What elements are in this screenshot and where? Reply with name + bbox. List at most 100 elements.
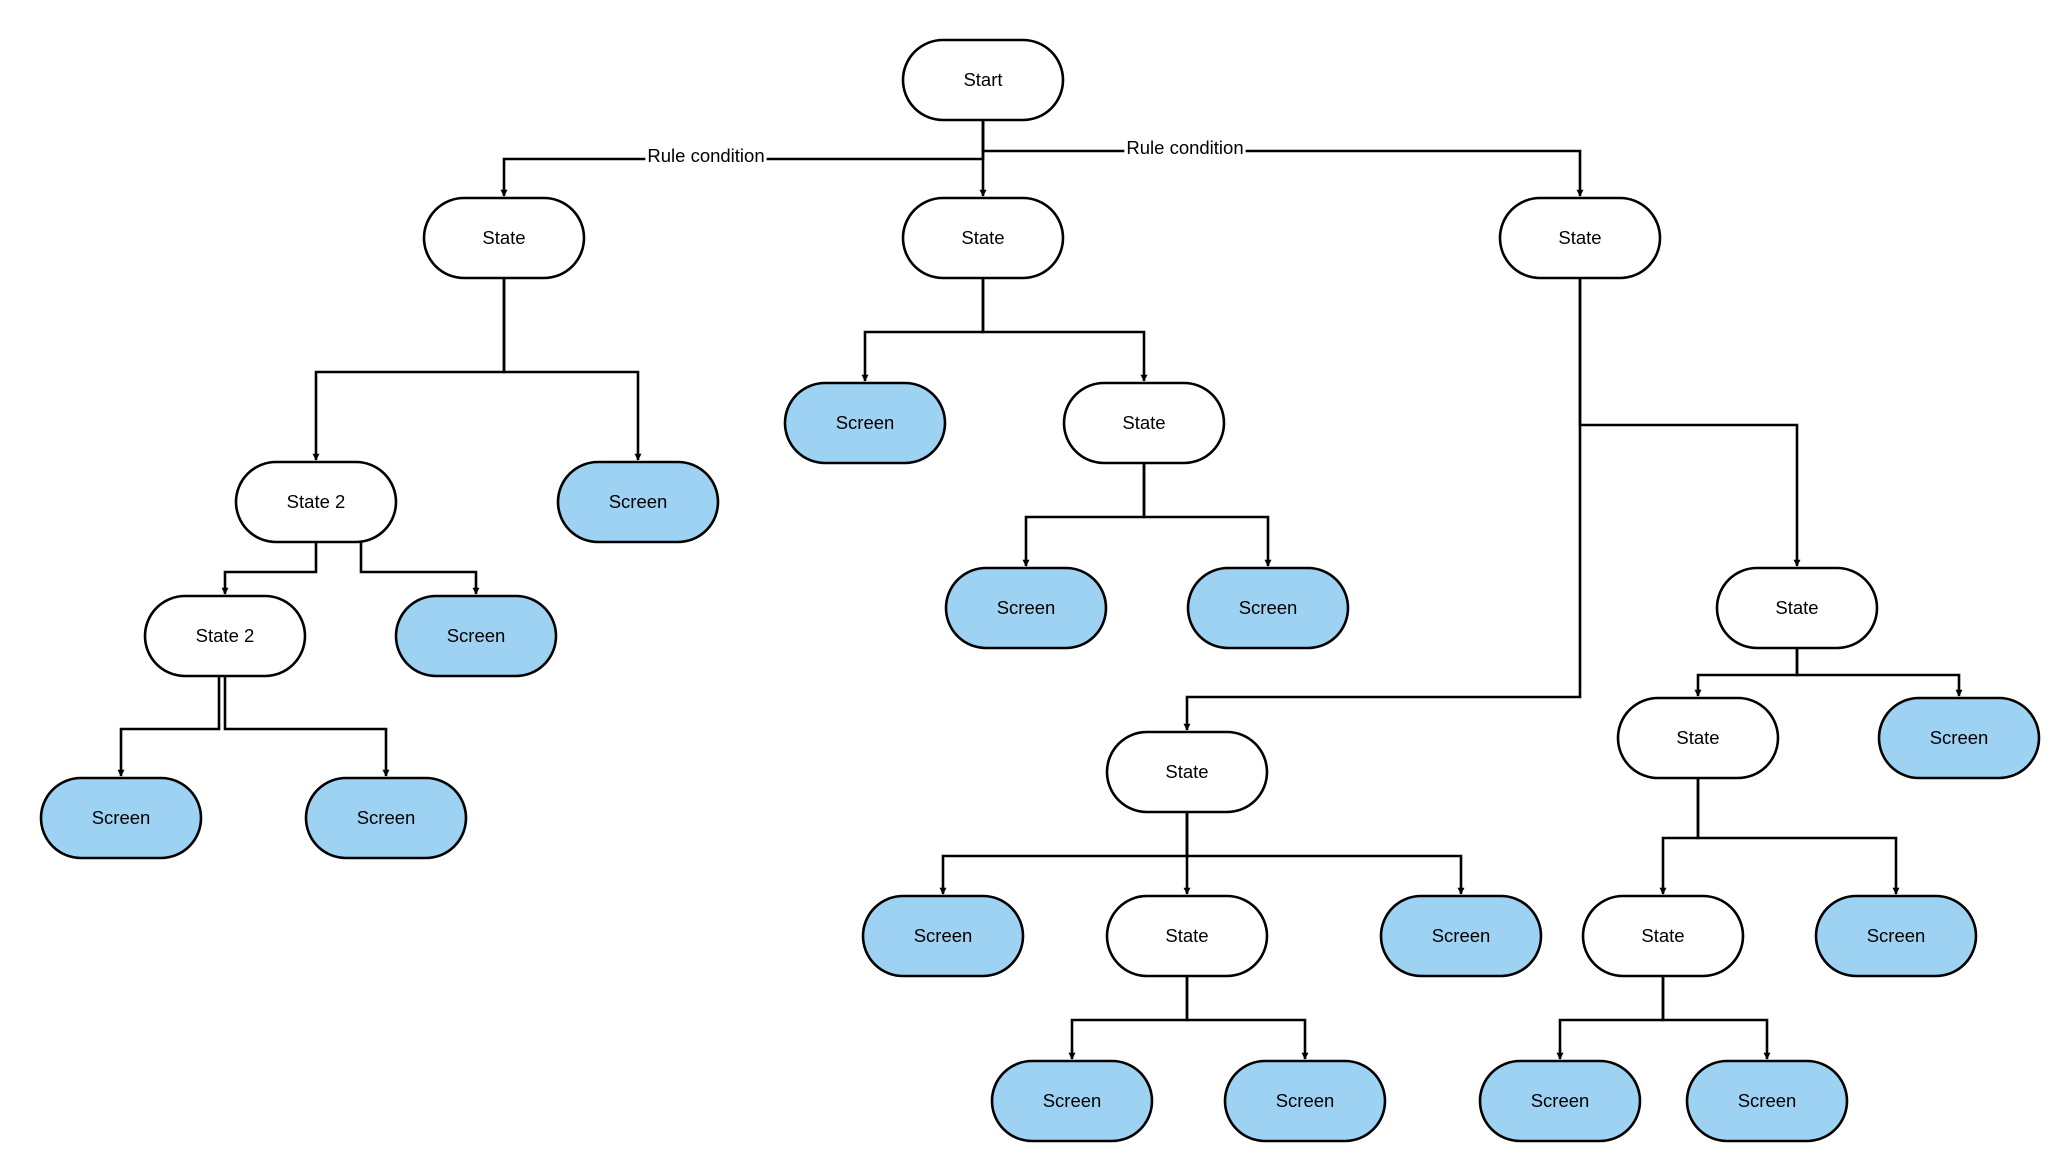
screen-label: Screen <box>357 807 416 828</box>
state-shape[interactable] <box>1581 894 1745 978</box>
node-state-left[interactable]: State <box>422 196 586 280</box>
state-shape[interactable] <box>143 594 307 678</box>
screen-shape[interactable] <box>1379 894 1543 978</box>
node-screen-left-mid[interactable]: Screen <box>394 594 558 678</box>
edge-label-text: Rule condition <box>647 145 764 166</box>
state-label: State <box>1641 925 1684 946</box>
edge-state-center-low-2-to-screen-center-bottom-2 <box>1185 976 1309 1060</box>
edge-label-background <box>645 144 767 166</box>
state-shape[interactable] <box>1498 196 1662 280</box>
edge-label-text: Rule condition <box>1126 137 1243 158</box>
screen-shape[interactable] <box>990 1059 1154 1143</box>
edge-state-right-2-to-screen-right-1 <box>1795 648 1963 697</box>
state-shape[interactable] <box>1616 696 1780 780</box>
screen-label: Screen <box>997 597 1056 618</box>
edge-state-mid-2-to-screen-mid-3 <box>1142 463 1272 567</box>
edge-label-start-to-state-right: Rule condition <box>1124 136 1246 158</box>
edge-state-right-3-to-state-right-4 <box>1659 778 1700 895</box>
edge-state2-b-to-screen-left-bottom-2 <box>223 676 390 777</box>
state-shape[interactable] <box>234 460 398 544</box>
screen-shape[interactable] <box>39 776 203 860</box>
edge-state-center-low-to-screen-center-low-2 <box>1185 812 1465 895</box>
screen-shape[interactable] <box>1877 696 2041 780</box>
screen-label: Screen <box>1276 1090 1335 1111</box>
node-screen-center-bottom-1[interactable]: Screen <box>990 1059 1154 1143</box>
node-state-right-3[interactable]: State <box>1616 696 1780 780</box>
node-state-right-4[interactable]: State <box>1581 894 1745 978</box>
screen-label: Screen <box>1432 925 1491 946</box>
screen-label: Screen <box>1043 1090 1102 1111</box>
node-screen-left-bottom-2[interactable]: Screen <box>304 776 468 860</box>
node-screen-right-1[interactable]: Screen <box>1877 696 2041 780</box>
state-label: Start <box>963 69 1002 90</box>
state-label: State <box>1165 925 1208 946</box>
node-state2-a[interactable]: State 2 <box>234 460 398 544</box>
edge-state-center-low-2-to-screen-center-bottom-1 <box>1068 976 1189 1060</box>
state-label: State <box>482 227 525 248</box>
screen-shape[interactable] <box>1478 1059 1642 1143</box>
node-screen-right-bottom-2[interactable]: Screen <box>1685 1059 1849 1143</box>
screen-shape[interactable] <box>944 566 1108 650</box>
screen-shape[interactable] <box>783 381 947 465</box>
state-shape[interactable] <box>1715 566 1879 650</box>
state-shape[interactable] <box>1062 381 1226 465</box>
node-state-mid-2[interactable]: State <box>1062 381 1226 465</box>
node-screen-mid-2[interactable]: Screen <box>944 566 1108 650</box>
screen-shape[interactable] <box>394 594 558 678</box>
node-screen-center-low-1[interactable]: Screen <box>861 894 1025 978</box>
screen-shape[interactable] <box>1223 1059 1387 1143</box>
node-state-center-low[interactable]: State <box>1105 730 1269 814</box>
state-label: State 2 <box>287 491 346 512</box>
edge-state-right-2-to-state-right-3 <box>1694 648 1799 697</box>
state-label: State <box>1165 761 1208 782</box>
edges-layer: Rule condition Rule condition <box>117 120 1963 1060</box>
state-label: State 2 <box>196 625 255 646</box>
node-state-right-2[interactable]: State <box>1715 566 1879 650</box>
screen-shape[interactable] <box>556 460 720 544</box>
node-screen-mid-3[interactable]: Screen <box>1186 566 1350 650</box>
node-screen-left-bottom-1[interactable]: Screen <box>39 776 203 860</box>
node-screen-center-bottom-2[interactable]: Screen <box>1223 1059 1387 1143</box>
edge-label-start-to-state-left: Rule condition <box>645 144 767 166</box>
screen-label: Screen <box>1738 1090 1797 1111</box>
node-screen-right-2[interactable]: Screen <box>1814 894 1978 978</box>
screen-shape[interactable] <box>1814 894 1978 978</box>
edge-state-center-low-to-screen-center-low-1 <box>939 812 1189 895</box>
state-shape[interactable] <box>422 196 586 280</box>
state-label: State <box>1676 727 1719 748</box>
node-state2-b[interactable]: State 2 <box>143 594 307 678</box>
screen-label: Screen <box>447 625 506 646</box>
edge-state2-a-to-screen-left-mid <box>359 542 480 595</box>
edge-state-right-3-to-screen-right-2 <box>1696 778 1900 895</box>
state-label: State <box>1558 227 1601 248</box>
state-label: State <box>1775 597 1818 618</box>
state-shape[interactable] <box>901 196 1065 280</box>
screen-label: Screen <box>836 412 895 433</box>
state-shape[interactable] <box>901 38 1065 122</box>
edge-state-right-to-state-right-2 <box>1578 278 1801 567</box>
screen-label: Screen <box>92 807 151 828</box>
screen-label: Screen <box>914 925 973 946</box>
node-state-center-low-2[interactable]: State <box>1105 894 1269 978</box>
screen-shape[interactable] <box>304 776 468 860</box>
node-screen-center-low-2[interactable]: Screen <box>1379 894 1543 978</box>
state-shape[interactable] <box>1105 894 1269 978</box>
edge-state-mid-to-state-mid-2 <box>981 278 1148 382</box>
screen-shape[interactable] <box>861 894 1025 978</box>
node-state-mid[interactable]: State <box>901 196 1065 280</box>
state-label: State <box>961 227 1004 248</box>
node-screen-left-top[interactable]: Screen <box>556 460 720 544</box>
node-state-right[interactable]: State <box>1498 196 1662 280</box>
node-screen-mid-1[interactable]: Screen <box>783 381 947 465</box>
screen-shape[interactable] <box>1685 1059 1849 1143</box>
node-screen-right-bottom-1[interactable]: Screen <box>1478 1059 1642 1143</box>
edge-start-to-state-right <box>981 120 1584 197</box>
screen-label: Screen <box>609 491 668 512</box>
screen-shape[interactable] <box>1186 566 1350 650</box>
edge-state-left-to-screen-left-top <box>502 278 642 461</box>
state-shape[interactable] <box>1105 730 1269 814</box>
screen-label: Screen <box>1531 1090 1590 1111</box>
node-start[interactable]: Start <box>901 38 1065 122</box>
